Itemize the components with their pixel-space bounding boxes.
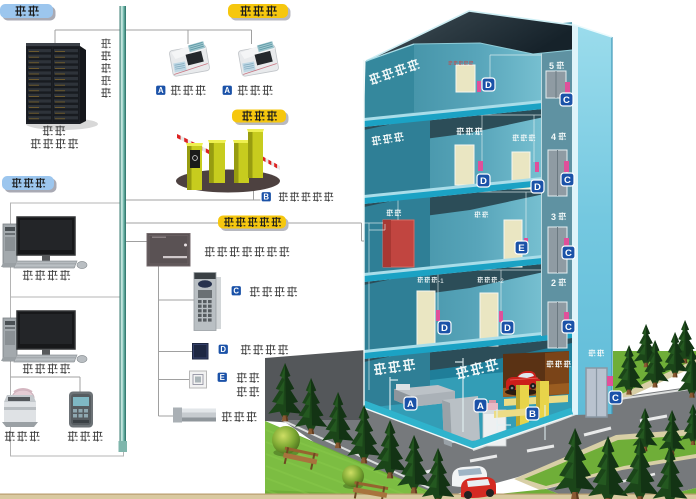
svg-text:B: B <box>263 193 269 202</box>
svg-text:4: 4 <box>551 132 556 142</box>
svg-text:D: D <box>504 323 511 334</box>
svg-text:C: C <box>563 95 570 106</box>
svg-text:C: C <box>565 248 572 259</box>
svg-text:2: 2 <box>551 278 556 288</box>
svg-text:C: C <box>564 175 571 186</box>
svg-text:3: 3 <box>551 212 556 222</box>
svg-text:A: A <box>158 86 164 95</box>
svg-text:A: A <box>407 399 414 410</box>
svg-text:E: E <box>518 243 525 254</box>
svg-text:-2: -2 <box>498 278 504 285</box>
svg-text:D: D <box>441 323 448 334</box>
svg-text:D: D <box>534 182 541 193</box>
svg-text:C: C <box>565 322 572 333</box>
svg-text:C: C <box>612 393 619 404</box>
svg-text:C: C <box>233 287 239 296</box>
svg-text:B: B <box>529 409 536 420</box>
svg-text:D: D <box>220 345 226 354</box>
svg-text:A: A <box>224 86 230 95</box>
svg-text:D: D <box>480 176 487 187</box>
svg-text:E: E <box>220 373 225 382</box>
svg-text:D: D <box>485 80 492 91</box>
svg-text:-1: -1 <box>438 278 444 285</box>
svg-text:5: 5 <box>549 61 554 71</box>
svg-text:A: A <box>477 401 484 412</box>
